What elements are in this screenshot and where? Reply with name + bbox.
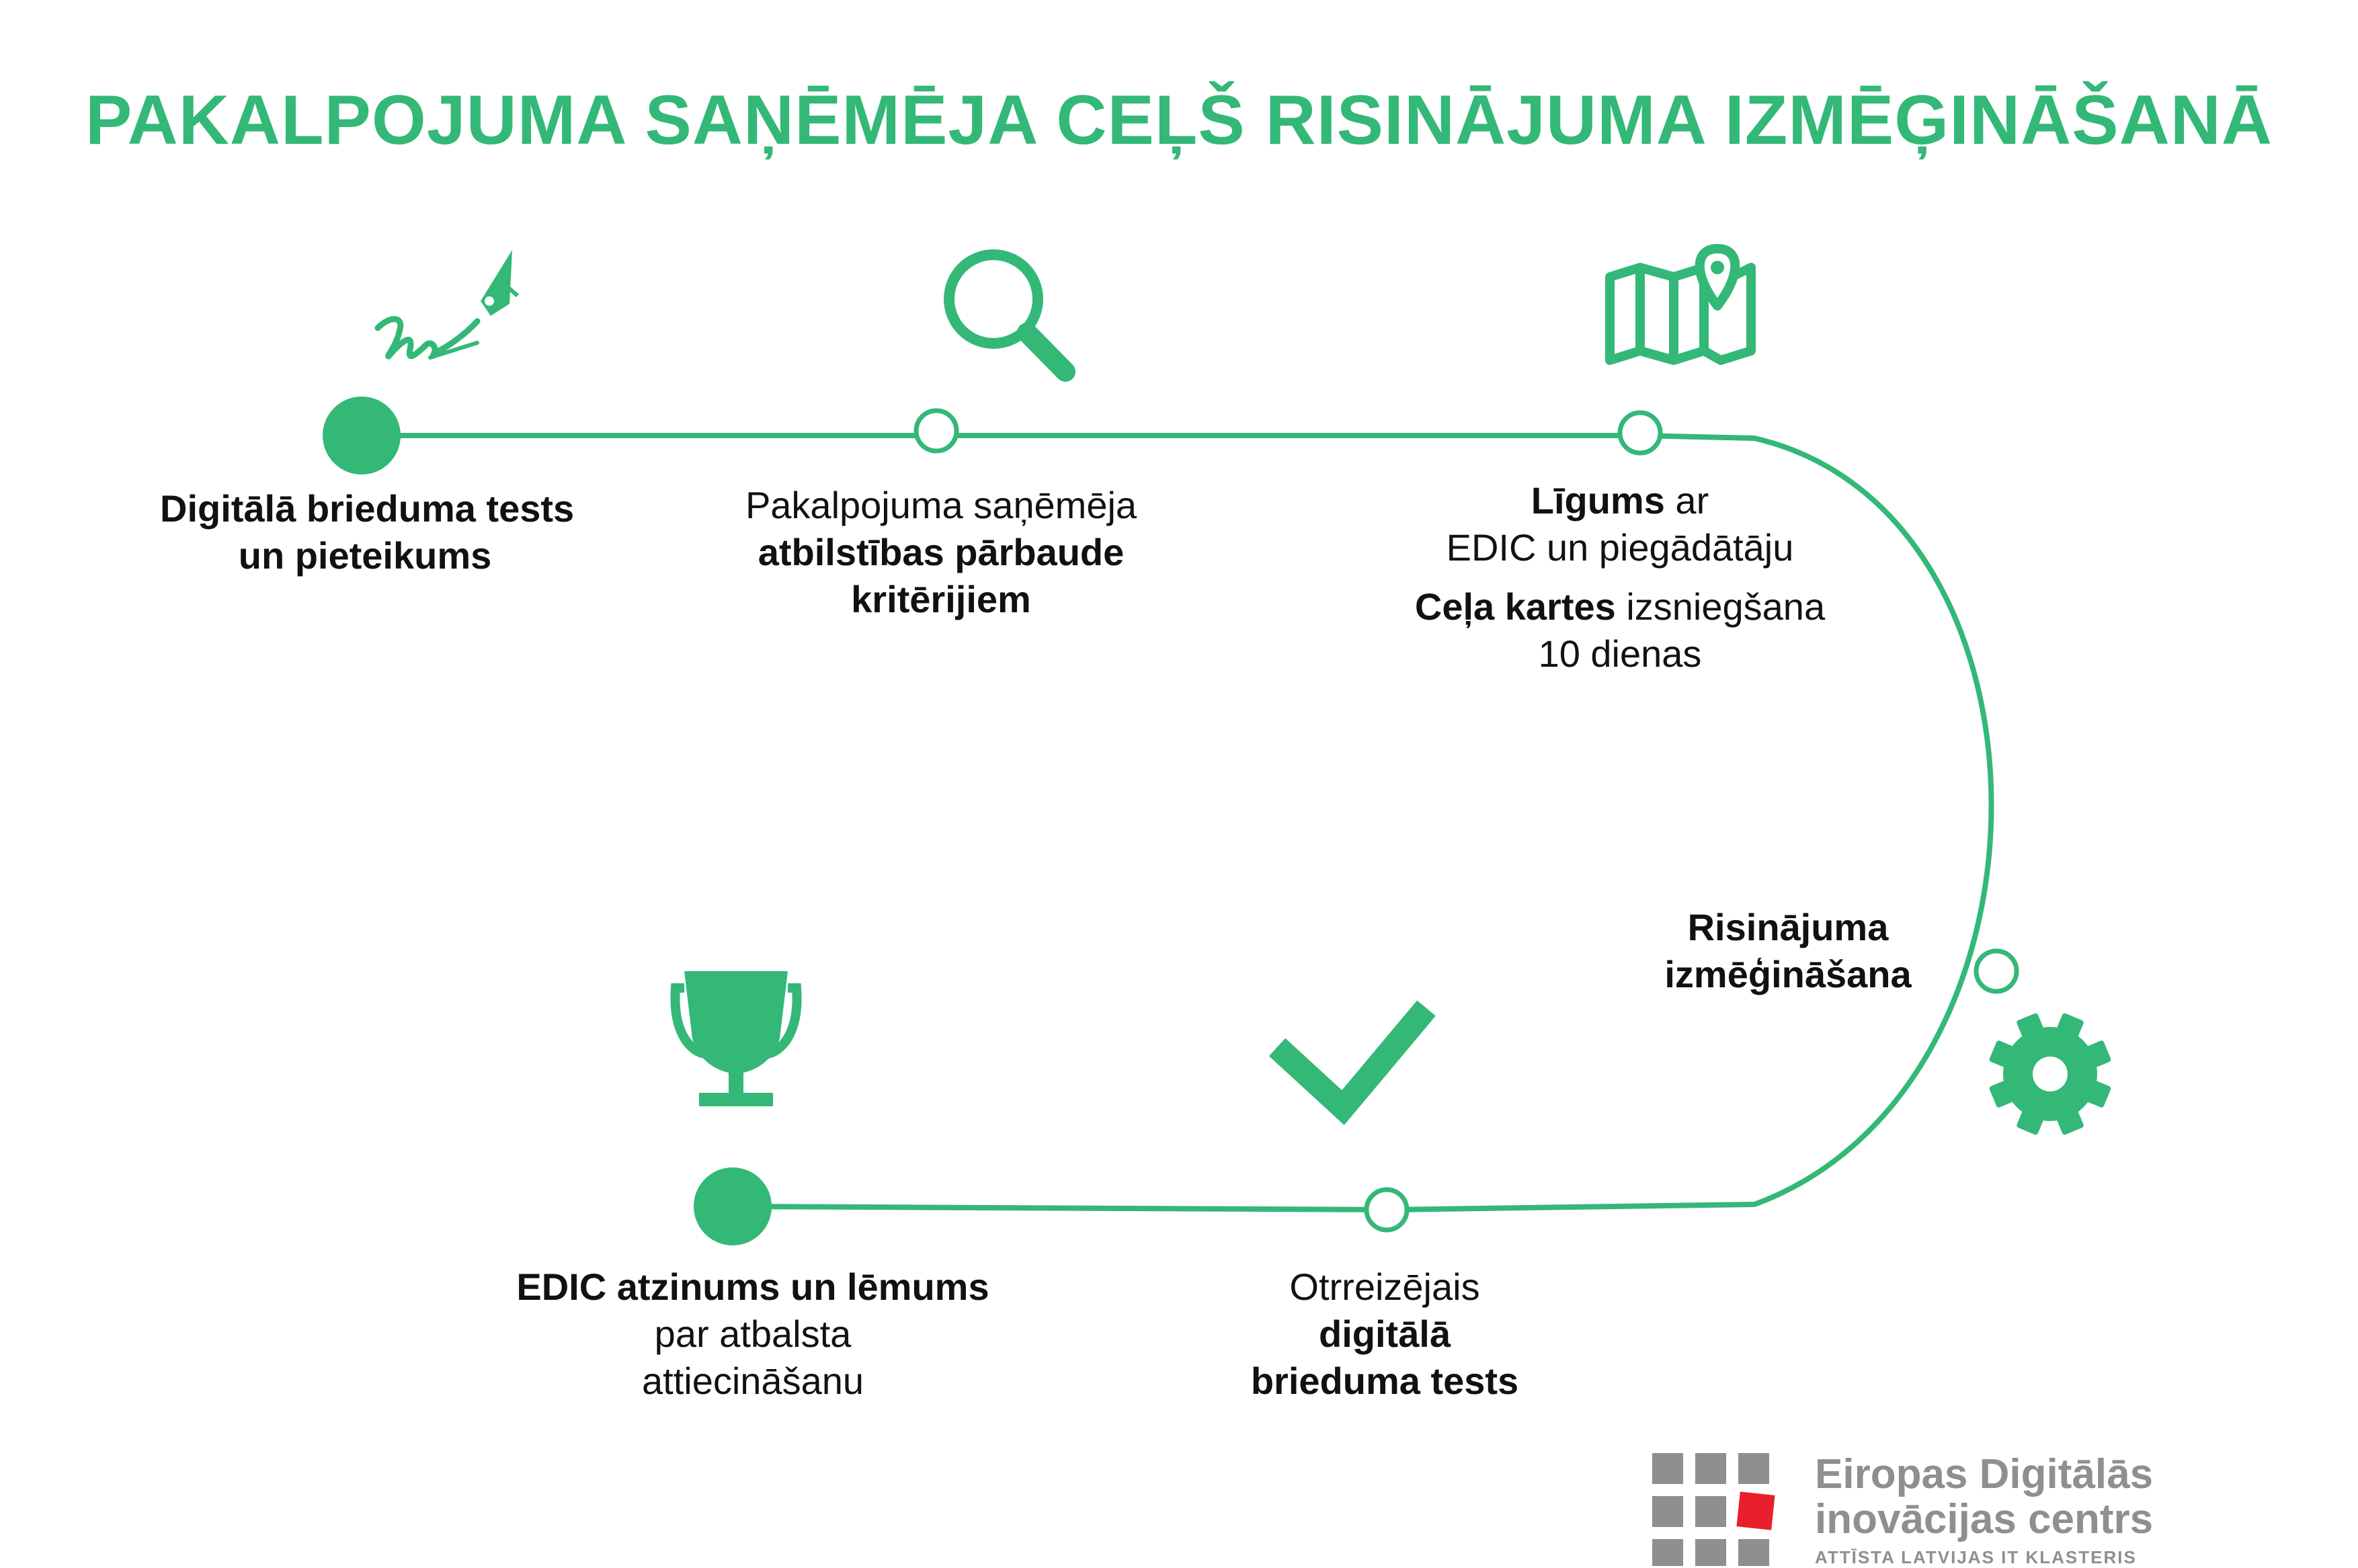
- step-3-line-3-rest: izsniegšana: [1615, 585, 1826, 628]
- step-1-line-2: un pieteikums: [238, 534, 492, 577]
- step-6-line-3: attiecināšanu: [641, 1360, 864, 1402]
- node-step-2: [913, 408, 959, 454]
- step-5-line-2: digitālā: [1318, 1313, 1451, 1355]
- logo-name-line-2: inovācijas centrs: [1815, 1496, 2154, 1542]
- step-6-line-1: EDIC atzinums un lēmums: [516, 1266, 989, 1308]
- step-3-line-1-rest: ar: [1664, 479, 1709, 522]
- gear-icon: [1989, 1013, 2111, 1135]
- step-3-line-3-bold: Ceļa kartes: [1414, 585, 1616, 628]
- logo-mark: [1652, 1453, 1775, 1566]
- step-2-line-3: kritērijiem: [851, 578, 1031, 620]
- step-2-line-1: Pakalpojuma saņēmēja: [745, 484, 1137, 526]
- step-2-label: Pakalpojuma saņēmēja atbilstības pārbaud…: [713, 482, 1170, 623]
- step-2-line-2: atbilstības pārbaude: [758, 531, 1125, 573]
- step-3-line-4: 10 dienas: [1538, 632, 1702, 675]
- map-pin-icon: [1605, 244, 1756, 365]
- node-filled-start: [323, 397, 401, 474]
- node-step-3: [1617, 410, 1663, 456]
- step-6-label: EDIC atzinums un lēmums par atbalsta att…: [504, 1264, 1002, 1405]
- timeline-path: [362, 433, 1994, 1213]
- node-filled-end: [694, 1167, 772, 1245]
- step-5-line-3: brieduma tests: [1250, 1360, 1519, 1402]
- checkmark-icon: [1268, 1000, 1436, 1125]
- signature-pen-icon: [374, 250, 519, 360]
- logo-tagline: ATTĪSTA LATVIJAS IT KLASTERIS: [1815, 1547, 2137, 1567]
- step-3-label: Līgums ar EDIC un piegādātāju Ceļa karte…: [1385, 477, 1855, 677]
- step-4-line-2: izmēģināšana: [1664, 953, 1912, 995]
- step-5-line-1: Otrreizējais: [1289, 1266, 1480, 1308]
- step-6-line-2: par atbalsta: [654, 1313, 852, 1355]
- step-5-label: Otrreizējais digitālā brieduma tests: [1196, 1264, 1573, 1405]
- step-4-line-1: Risinājuma: [1687, 906, 1889, 948]
- node-step-5: [1364, 1187, 1410, 1233]
- node-step-4: [1974, 948, 2019, 994]
- step-3-line-1-bold: Līgums: [1531, 479, 1665, 522]
- step-4-label: Risinājuma izmēģināšana: [1627, 904, 1949, 998]
- step-1-line-1: Digitālā brieduma tests: [160, 487, 575, 530]
- step-1-label: Digitālā brieduma tests un pieteikums: [160, 485, 574, 579]
- magnifier-icon: [944, 249, 1075, 382]
- page-title: PAKALPOJUMA SAŅĒMĒJA CEĻŠ RISINĀJUMA IZM…: [85, 81, 2273, 159]
- logo-name-line-1: Eiropas Digitālās: [1815, 1451, 2154, 1497]
- trophy-icon: [670, 971, 802, 1106]
- step-3-line-2: EDIC un piegādātāju: [1446, 526, 1794, 569]
